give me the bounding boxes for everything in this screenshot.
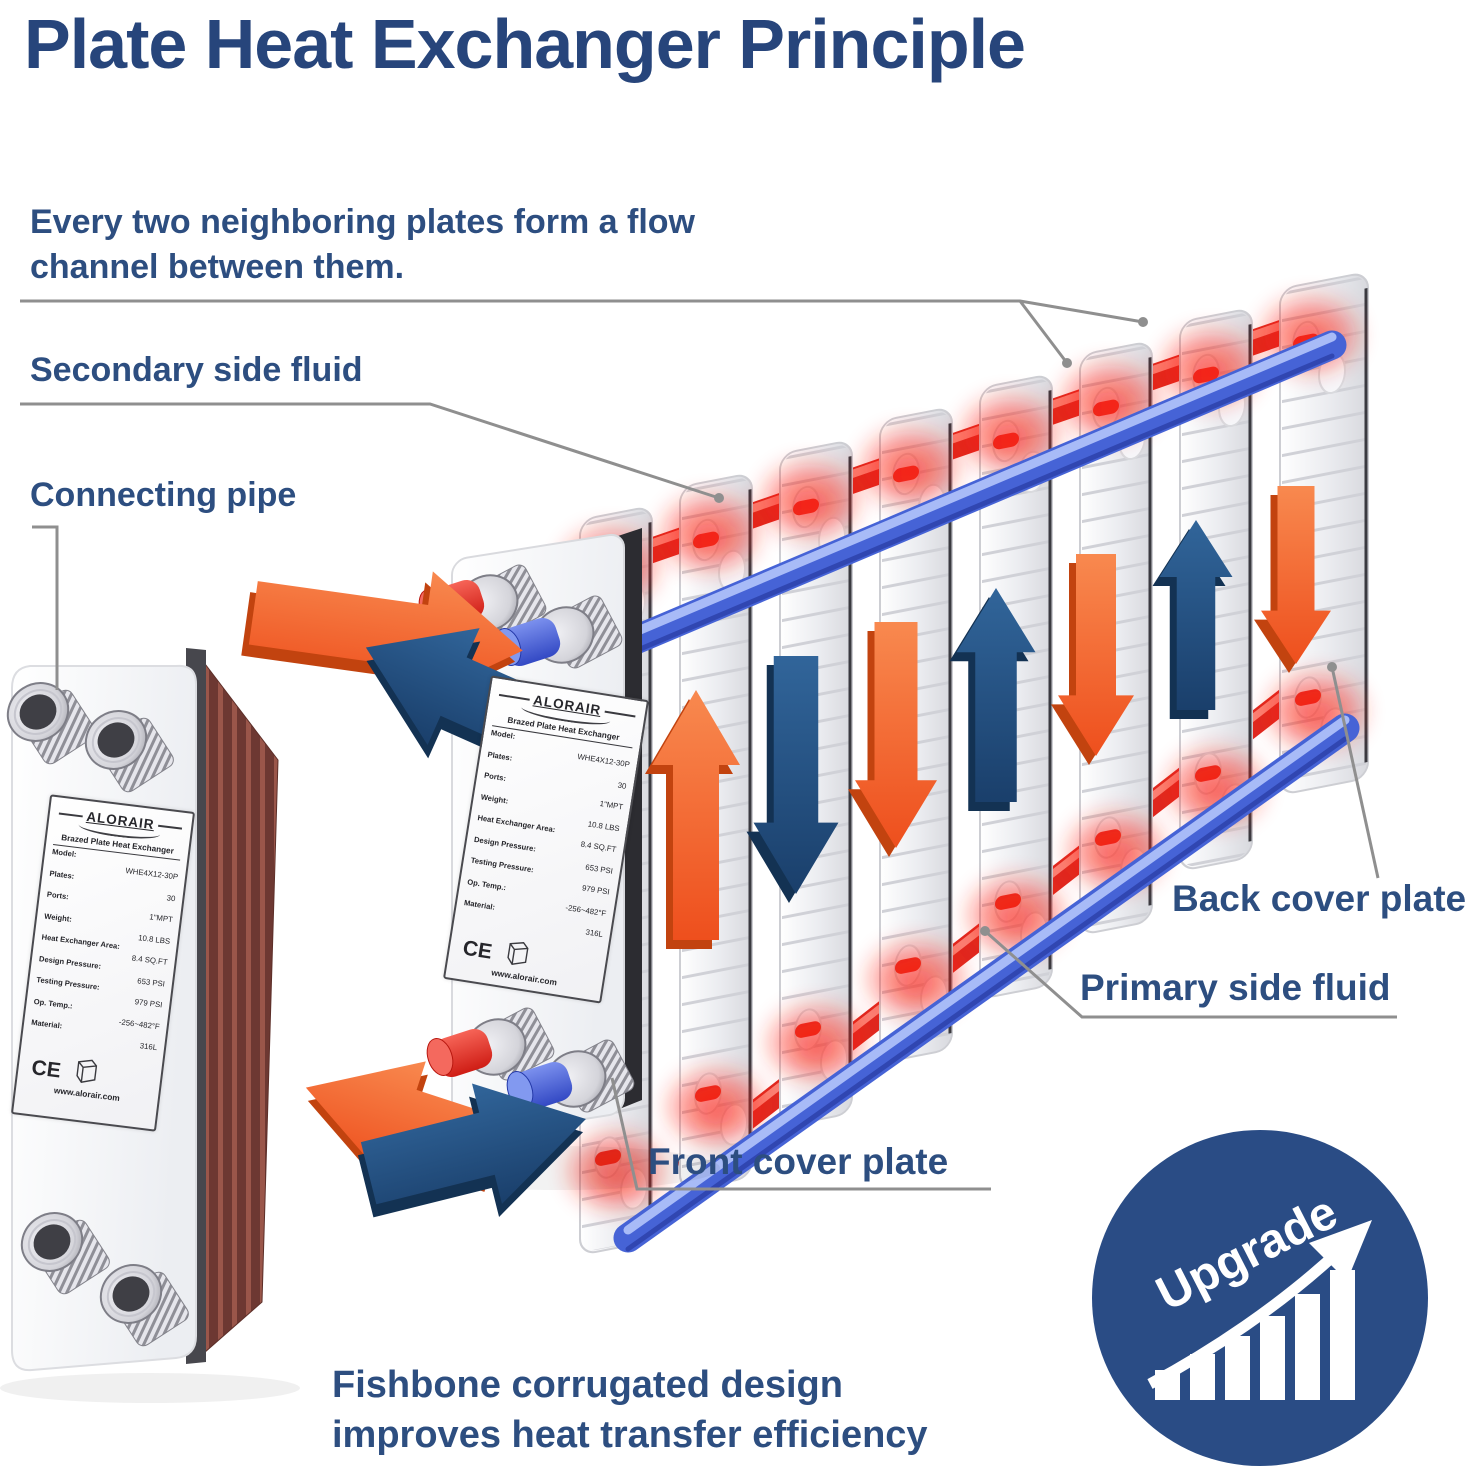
brand-dash: [158, 824, 183, 830]
copper-brazed-side: [195, 650, 279, 1362]
hot-flow-arrow-down: [1254, 486, 1331, 673]
cold-flow-arrow-down: [746, 656, 839, 903]
spec-row-value: 30: [617, 780, 628, 791]
spec-row-value: 1"MPT: [599, 799, 624, 812]
port-top-left: [6, 682, 96, 765]
growth-arrow-icon: [1147, 1245, 1344, 1389]
spec-row-label: Plates:: [49, 868, 75, 881]
spec-row-value: 316L: [584, 927, 604, 940]
hot-flow-arrow-down: [848, 622, 937, 857]
annotation-primary-side-fluid: Primary side fluid: [1080, 967, 1391, 1008]
leader-lines: [20, 299, 1397, 1191]
port-bottom-left: [20, 1212, 110, 1295]
page-title: Plate Heat Exchanger Principle: [24, 5, 1026, 83]
brand-dash: [604, 710, 636, 717]
spec-label-front-plate: ALORAIR Brazed Plate Heat Exchanger Mode…: [442, 675, 650, 1004]
channel-flow-arrows: [645, 486, 1331, 949]
back-cover-plate-shape: [1279, 273, 1369, 794]
spec-footer: CE: [456, 927, 601, 979]
spec-row-value: 653 PSI: [136, 975, 166, 989]
package-icon: [76, 1059, 98, 1083]
annotation-fishbone-note: Fishbone corrugated design improves heat…: [332, 1364, 928, 1457]
port-red-bottom: [426, 1007, 555, 1081]
port-bottom-right: [99, 1264, 189, 1347]
spec-row-value: 979 PSI: [134, 997, 163, 1010]
port-blue-bottom: [506, 1039, 635, 1113]
spec-row-value: 1"MPT: [148, 912, 174, 925]
inlet-arrow-navy: [357, 1083, 586, 1218]
ce-mark: CE: [461, 936, 494, 964]
cold-flow-arrow-up: [1152, 520, 1233, 719]
spec-label-left-unit: ALORAIR Brazed Plate Heat Exchanger Mode…: [10, 794, 196, 1132]
upgrade-badge: [1092, 1130, 1428, 1466]
spec-footer: CE: [25, 1047, 156, 1092]
cold-flow-arrow-up: [949, 588, 1036, 811]
spec-rows: Model: WHE4X12-30P Plates: 30 Ports: 1"M…: [29, 847, 180, 1055]
annotation-flow-channel: Every two neighboring plates form a flow…: [30, 203, 695, 287]
spec-row-value: 30: [166, 892, 176, 903]
spec-row-value: 10.8 LBS: [137, 932, 171, 946]
brand-dash: [498, 693, 530, 701]
ce-mark: CE: [30, 1055, 63, 1083]
annotation-secondary-side-fluid: Secondary side fluid: [30, 351, 363, 389]
port-top-right: [84, 710, 174, 793]
spec-rows: Model: WHE4X12-30P Plates: 30 Ports: 1"M…: [461, 728, 632, 941]
growth-bars-icon: [1155, 1270, 1355, 1400]
annotation-back-cover-plate: Back cover plate: [1172, 878, 1467, 919]
spec-row-label: Model:: [490, 728, 516, 741]
hot-flow-arrow-up: [645, 690, 740, 949]
hot-flow-arrow-down: [1051, 554, 1134, 765]
spec-row-label: Model:: [51, 847, 78, 859]
package-icon: [507, 941, 529, 965]
brand-dash: [58, 812, 83, 817]
spec-row-value: 316L: [139, 1041, 158, 1053]
annotation-front-cover-plate: Front cover plate: [648, 1141, 949, 1182]
spec-row-label: Ports:: [46, 889, 70, 902]
annotation-connecting-pipe: Connecting pipe: [30, 476, 297, 514]
blue-pipes: [585, 330, 1360, 1253]
